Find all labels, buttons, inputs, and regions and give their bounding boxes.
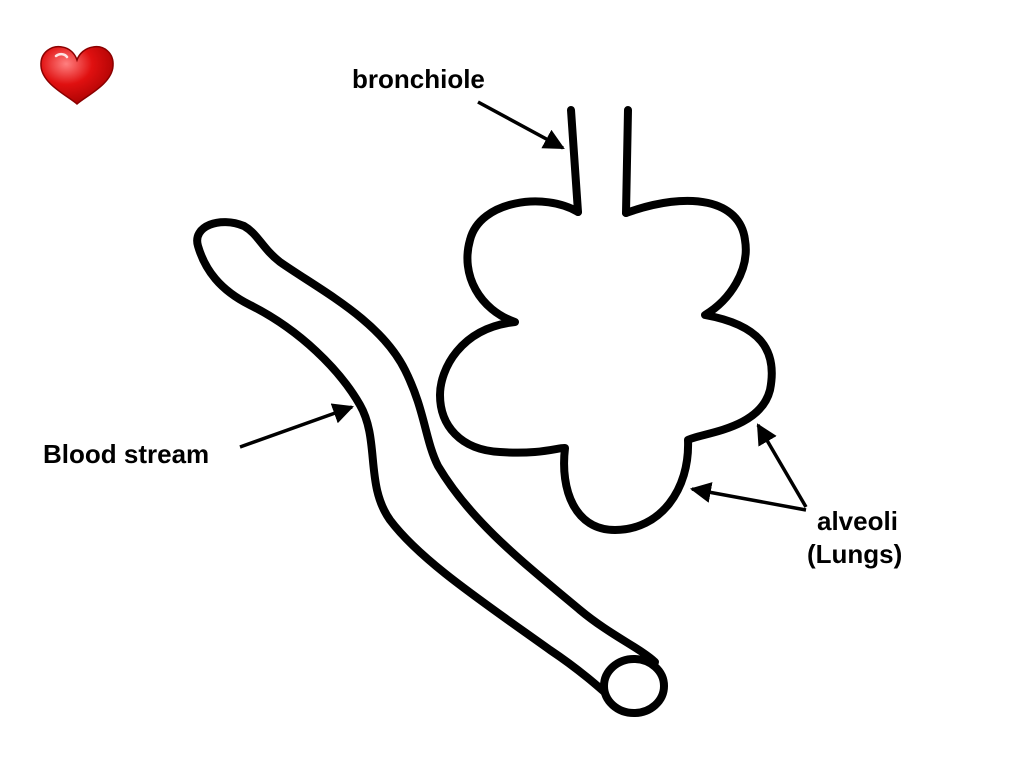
bronchiole-label: bronchiole (352, 64, 485, 94)
alveoli-arrow-lower (689, 482, 807, 512)
alveoli-cluster (436, 196, 776, 534)
pointer-arrows (239, 100, 808, 512)
bronchiole-left-wall (567, 106, 582, 216)
blood-stream-arrow (239, 403, 354, 449)
blood-vessel (193, 218, 668, 717)
bronchiole-arrow (477, 100, 565, 150)
blood-vessel-outline (193, 218, 659, 708)
bronchiole-tube (567, 106, 632, 217)
alveoli-outline (436, 196, 776, 534)
blood-stream-label: Blood stream (43, 439, 209, 469)
heart-icon (40, 45, 114, 106)
alveoli-arrow-upper (756, 423, 808, 508)
blood-vessel-opening (600, 655, 668, 717)
lungs-label: (Lungs) (807, 539, 902, 569)
alveoli-label: alveoli (817, 506, 898, 536)
bronchiole-right-wall (622, 106, 632, 217)
